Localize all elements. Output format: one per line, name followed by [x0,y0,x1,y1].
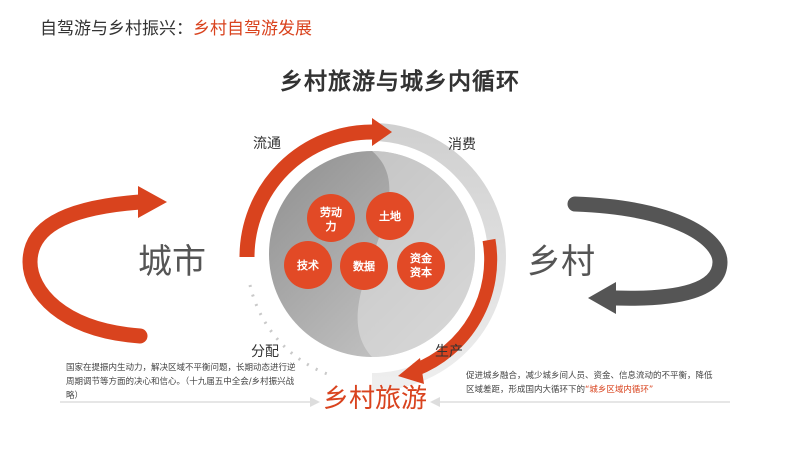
right-cycle-arrow [567,196,728,306]
factor-labor-line1: 劳动 [320,205,342,219]
factor-capital-line1: 资金 [410,251,433,265]
ring-label-distribution: 分配 [251,344,279,360]
factor-data [340,242,388,290]
header-prefix: 自驾游与乡村振兴： [40,19,193,39]
note-right-main: 促进城乡融合，减少城乡间人员、资金、信息流动的不平衡，降低区域差距，形成国内大循… [466,371,713,395]
ring-arrowhead-bottom [398,358,424,384]
factor-labor-line2: 力 [326,219,337,233]
factor-data-label: 数据 [353,259,375,273]
rural-tourism-label: 乡村旅游 [322,384,427,414]
ring-dots [248,284,331,377]
factor-labor [307,194,355,242]
factor-technology [284,241,332,289]
ring-arrowhead-top [372,118,392,146]
factor-technology-label: 技术 [297,258,319,272]
factor-capital [397,242,445,290]
ring-label-production: 生产 [435,344,463,360]
header-highlight: 乡村自驾游发展 [193,19,312,39]
bottom-arrowhead-right [430,397,440,407]
city-label: 城市 [138,242,206,282]
right-arrowhead [588,282,616,314]
ring-label-circulation: 流通 [253,136,281,152]
diagram-title: 乡村旅游与城乡内循环 [280,69,520,95]
factor-capital-line2: 资本 [410,265,432,279]
note-right-highlight: “城乡区域内循环” [585,385,654,395]
village-label: 乡村 [527,242,595,282]
ring-label-consumption: 消费 [448,137,476,153]
left-cycle-arrow [22,194,148,344]
ring-orange-arc [239,124,373,258]
header-title: 自驾游与乡村振兴：乡村自驾游发展 [40,14,312,39]
factor-land-label: 土地 [379,209,401,223]
ring-orange-arc-lower [412,238,498,377]
bottom-arrowhead-left [310,397,320,407]
factor-land [366,192,414,240]
left-arrowhead [138,186,167,218]
note-left: 国家在提振内生动力，解决区域不平衡问题，长期动态进行逆周期调节等方面的决心和信心… [66,363,296,401]
note-right: 促进城乡融合，减少城乡间人员、资金、信息流动的不平衡，降低区域差距，形成国内大循… [466,369,716,397]
